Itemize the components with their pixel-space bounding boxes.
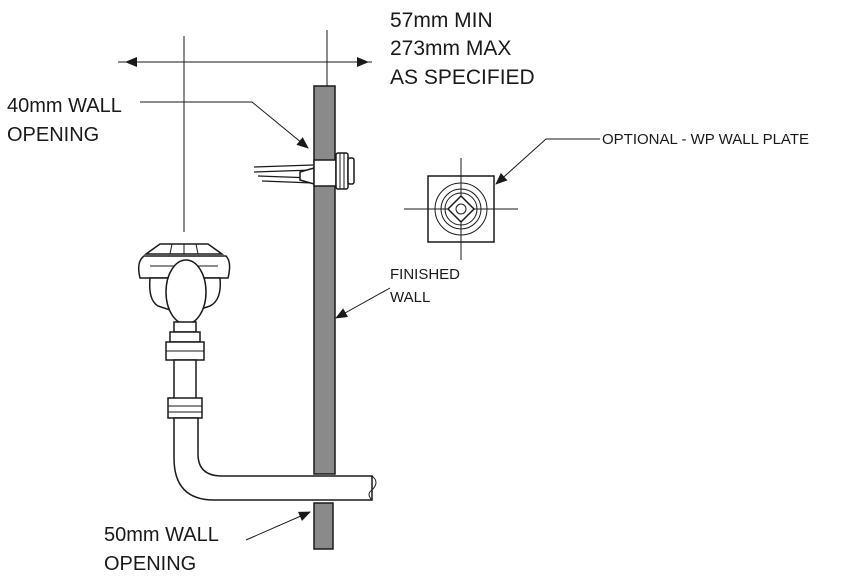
top-opening-label-line1: 40mm WALL [7, 95, 122, 117]
dim-max-label: 273mm MAX [390, 37, 511, 60]
top-opening-label-line2: OPENING [7, 124, 99, 146]
supply-pipe [173, 417, 377, 501]
finished-wall-label-line2: WALL [390, 289, 430, 306]
finished-wall-upper [313, 85, 336, 475]
finished-wall-label-line1: FINISHED [390, 266, 460, 283]
dim-min-label: 57mm MIN [390, 9, 493, 32]
wall-fitting [253, 152, 355, 190]
wall-plate-label: OPTIONAL - WP WALL PLATE [602, 131, 809, 148]
wall-plate [404, 158, 518, 260]
dim-spec-label: AS SPECIFIED [390, 66, 535, 89]
bottom-opening-label-line2: OPENING [104, 553, 196, 575]
finished-wall-lower [313, 502, 334, 550]
leader-lines [140, 101, 600, 541]
dimension-lines [118, 30, 372, 232]
flush-valve [137, 243, 231, 419]
bottom-opening-label-line1: 50mm WALL [104, 524, 219, 546]
